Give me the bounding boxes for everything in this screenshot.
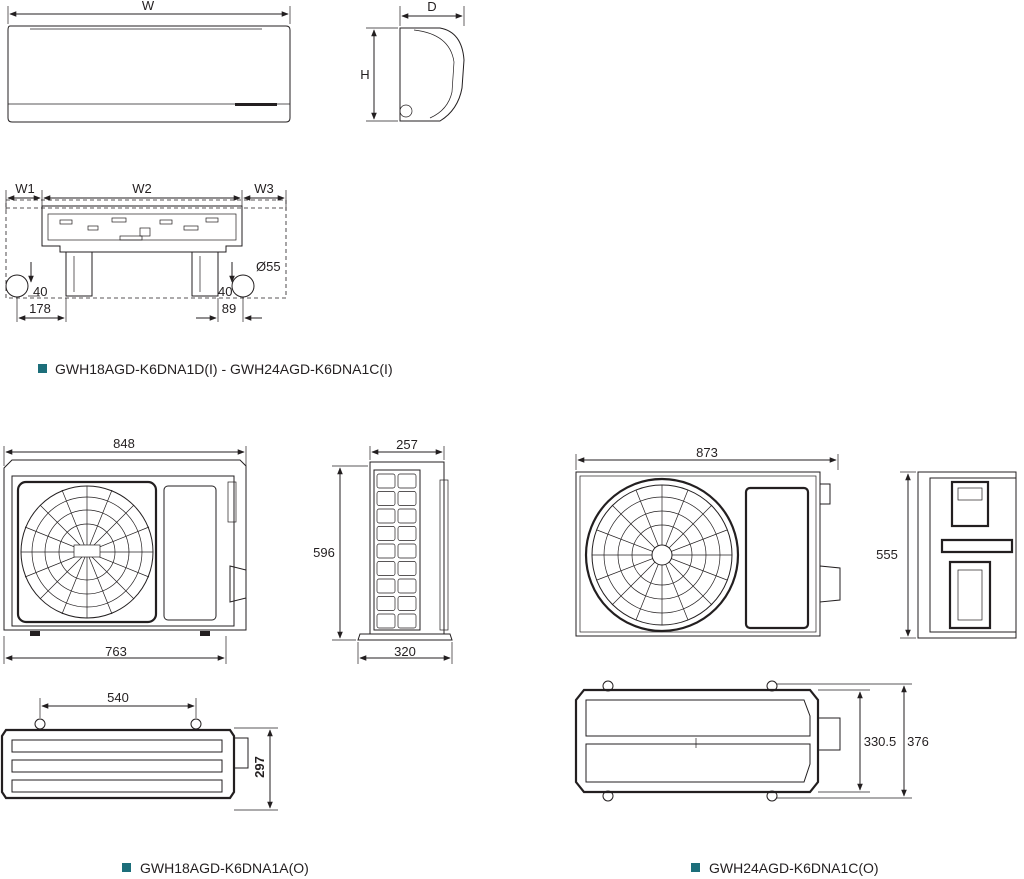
grille-cell: [376, 491, 396, 506]
grille-cell: [397, 596, 417, 611]
grille-cell: [397, 526, 417, 541]
outdoor-a-side-view: [332, 446, 453, 664]
outdoor-c-top-inner-depth-label: 330.5: [864, 734, 897, 749]
grille-cell: [397, 508, 417, 524]
bracket-w2-label: W2: [132, 181, 152, 196]
indoor-unit-front-view: [7, 6, 291, 123]
grille-cell: [376, 613, 396, 629]
hole-diameter-label: Ø55: [256, 259, 281, 274]
mounting-bracket-view: [5, 190, 287, 322]
outdoor-c-top-view: [574, 680, 912, 802]
grille-cell: [397, 561, 417, 576]
right-hole-offset-x-label: 89: [222, 301, 236, 316]
outdoor-a-caption: GWH18AGD-K6DNA1A(O): [140, 860, 309, 876]
grille-cell: [397, 491, 417, 506]
square-bullet-icon: [38, 364, 47, 373]
outdoor-c-caption: GWH24AGD-K6DNA1C(O): [709, 860, 879, 876]
outdoor-a-width-top-label: 848: [113, 436, 135, 451]
grille-cell: [376, 473, 396, 489]
outdoor-c-front-view: [575, 454, 841, 637]
outdoor-a-side-depth-top-label: 257: [396, 437, 418, 452]
grille-cell: [376, 543, 396, 559]
grille-cell: [376, 508, 396, 524]
grille-cell: [376, 578, 396, 594]
outdoor-a-mount-distance-label: 540: [107, 690, 129, 705]
outdoor-c-side-view: [900, 471, 1017, 639]
outdoor-c-width-top-label: 873: [696, 445, 718, 460]
outdoor-a-height-label: 596: [313, 545, 335, 560]
right-hole-offset-y-label: 40: [218, 284, 232, 299]
outdoor-c-height-label: 555: [876, 547, 898, 562]
left-hole-offset-x-label: 178: [29, 301, 51, 316]
indoor-caption: GWH18AGD-K6DNA1D(I) - GWH24AGD-K6DNA1C(I…: [55, 361, 393, 377]
outdoor-a-top-view: [0, 698, 278, 811]
bracket-w1-label: W1: [15, 181, 35, 196]
outdoor-c-top-outer-depth-label: 376: [907, 734, 929, 749]
grille-cell: [397, 473, 417, 489]
grille-cell: [376, 561, 396, 576]
outdoor-a-top-depth-label: 297: [252, 756, 267, 778]
grille-cell: [397, 613, 417, 629]
indoor-width-label: W: [142, 0, 155, 13]
indoor-height-label: H: [360, 67, 369, 82]
indoor-unit-side-view: [366, 6, 465, 122]
left-hole-offset-y-label: 40: [33, 284, 47, 299]
square-bullet-icon: [122, 863, 131, 872]
square-bullet-icon: [691, 863, 700, 872]
grille-cell: [397, 578, 417, 594]
bracket-w3-label: W3: [254, 181, 274, 196]
indoor-depth-label: D: [427, 0, 436, 14]
outdoor-a-front-view: [3, 446, 247, 664]
grille-cell: [376, 596, 396, 611]
outdoor-a-side-depth-bottom-label: 320: [394, 644, 416, 659]
outdoor-a-width-bottom-label: 763: [105, 644, 127, 659]
grille-cell: [376, 526, 396, 541]
grille-cell: [397, 543, 417, 559]
